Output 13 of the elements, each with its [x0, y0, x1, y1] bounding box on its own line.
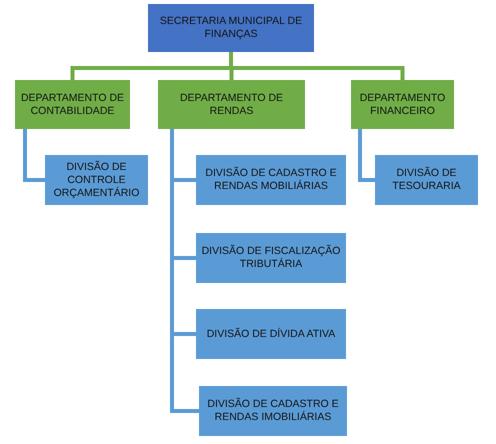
division-box: DIVISÃO DE DÍVIDA ATIVA — [196, 309, 346, 359]
department-box: DEPARTAMENTO FINANCEIRO — [351, 80, 454, 129]
division-box: DIVISÃO DE CADASTRO E RENDAS IMOBILIÁRIAS — [199, 386, 347, 436]
division-box: DIVISÃO DE CADASTRO E RENDAS MOBILIÁRIAS — [196, 155, 346, 205]
connector-line — [23, 129, 45, 182]
secretariat-box: SECRETARIA MUNICIPAL DE FINANÇAS — [148, 4, 314, 52]
connector-line — [170, 129, 199, 413]
division-box: DIVISÃO DE FISCALIZAÇÃO TRIBUTÁRIA — [196, 233, 346, 283]
connector-line — [358, 129, 375, 182]
department-box: DEPARTAMENTO DE CONTABILIDADE — [15, 80, 130, 129]
division-box: DIVISÃO DE CONTROLE ORÇAMENTÁRIO — [45, 155, 148, 205]
department-box: DEPARTAMENTO DE RENDAS — [158, 80, 305, 129]
division-box: DIVISÃO DE TESOURARIA — [375, 155, 478, 205]
